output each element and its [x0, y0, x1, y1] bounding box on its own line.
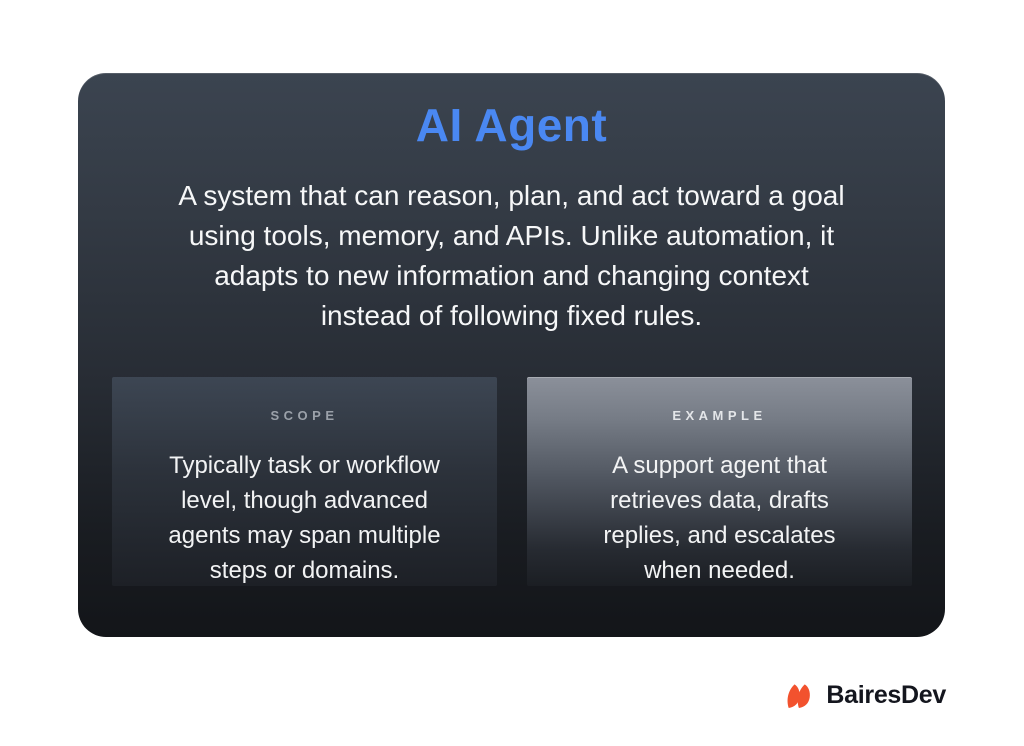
scope-panel: SCOPE Typically task or workflow level, …	[112, 377, 497, 586]
ai-agent-card: AI Agent A system that can reason, plan,…	[78, 73, 945, 637]
page-title: AI Agent	[415, 99, 608, 151]
scope-text-line: steps or domains.	[209, 557, 400, 584]
example-panel-label: EXAMPLE	[672, 408, 767, 423]
agent-description: A system that can reason, plan, and act …	[178, 176, 844, 336]
description-line: instead of following fixed rules.	[320, 300, 703, 332]
brand-wordmark: BairesDev	[826, 681, 946, 709]
description-line: using tools, memory, and APIs. Unlike au…	[188, 220, 835, 252]
example-panel-text: A support agent that retrieves data, dra…	[527, 448, 912, 588]
bairesdev-petals-icon	[787, 683, 811, 708]
example-text-line: A support agent that	[612, 452, 827, 479]
scope-text-line: Typically task or workflow	[169, 452, 440, 479]
example-panel: EXAMPLE A support agent that retrieves d…	[527, 377, 912, 586]
example-text-line: replies, and escalates	[603, 522, 836, 549]
scope-panel-label: SCOPE	[270, 408, 339, 423]
info-panels: SCOPE Typically task or workflow level, …	[112, 377, 912, 586]
bairesdev-logo: BairesDev	[786, 681, 946, 710]
scope-text-line: agents may span multiple	[168, 522, 441, 549]
description-line: A system that can reason, plan, and act …	[178, 180, 845, 212]
description-line: adapts to new information and changing c…	[214, 260, 809, 292]
scope-text-line: level, though advanced	[181, 487, 428, 514]
example-text-line: when needed.	[644, 557, 795, 584]
scope-panel-text: Typically task or workflow level, though…	[112, 448, 497, 588]
example-text-line: retrieves data, drafts	[610, 487, 829, 514]
